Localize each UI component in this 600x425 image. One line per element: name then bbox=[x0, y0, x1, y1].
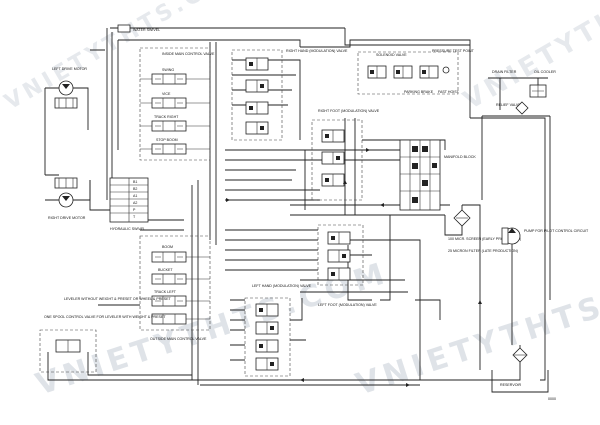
figure-id: 0000 bbox=[548, 397, 556, 401]
outside-main-control-valve: BOOM BUCKET TRACK LEFT OUTSIDE MAIN CONT… bbox=[139, 235, 211, 341]
fine-filter-label: 25 MICRON FILTER (LATE PRODUCTION) bbox=[448, 249, 518, 253]
main-filter: 100 MICR. SCREEN (EARLY PRODUCTION) 25 M… bbox=[448, 209, 521, 253]
right-hand-modulation-valve-frame bbox=[231, 49, 283, 141]
leveler-note: LEVELER WITHOUT WEIGHT & PRESET OR WHEEL… bbox=[64, 297, 172, 301]
swivel-port-a2: A2 bbox=[133, 201, 137, 205]
oil-cooler-label: OIL COOLER bbox=[534, 70, 556, 74]
swivel-port-b1: B1 bbox=[133, 180, 137, 184]
watermark-top-left: VNIETYTHTS.COM bbox=[1, 0, 252, 115]
parking-brake-label: PARKING BRAKE bbox=[404, 90, 434, 94]
main-piping bbox=[89, 27, 546, 386]
inside-main-control-valve-label: INSIDE MAIN CONTROL VALVE bbox=[162, 52, 215, 56]
drain-filter-label: DRAIN FILTER bbox=[492, 70, 517, 74]
control-valve-note: ONE SPOOL CONTROL VALVE FOR LEVELER WITH… bbox=[44, 315, 166, 319]
left-drive-motor-label: LEFT DRIVE MOTOR bbox=[52, 67, 87, 71]
swivel-port-a1: A1 bbox=[133, 194, 137, 198]
manifold-block: MANIFOLD BLOCK bbox=[399, 139, 476, 211]
swivel-port-b2: B2 bbox=[133, 187, 137, 191]
fast-hoist-label: FAST HOIST bbox=[438, 90, 460, 94]
inside-main-control-valve-frame bbox=[139, 47, 211, 161]
outside-main-control-valve-label: OUTSIDE MAIN CONTROL VALVE bbox=[150, 337, 207, 341]
swivel-port-t: T bbox=[133, 215, 136, 219]
spool-track-left-label: TRACK LEFT bbox=[154, 290, 177, 294]
left-drive-motor: LEFT DRIVE MOTOR bbox=[44, 67, 89, 175]
right-hand-modulation-valve: RIGHT HAND (MODULATION) VALVE bbox=[231, 49, 348, 141]
outside-main-control-valve-frame bbox=[139, 235, 211, 331]
water-swivel: WATER SWIVEL bbox=[117, 24, 160, 33]
one-spool-control-valve-frame bbox=[39, 329, 97, 373]
spool-boom-label: BOOM bbox=[162, 245, 173, 249]
pilot-pump: PUMP FOR PILOT CONTROL CIRCUIT bbox=[501, 227, 589, 345]
water-swivel-label: WATER SWIVEL bbox=[133, 28, 160, 32]
pilot-pump-label: PUMP FOR PILOT CONTROL CIRCUIT bbox=[524, 229, 589, 233]
spool-bucket-label: BUCKET bbox=[158, 268, 173, 272]
hydraulic-swivel: B1 B2 A1 A2 P T HYDRAULIC SWIVEL bbox=[109, 177, 149, 231]
relief-valve-label: RELIEF VALVE bbox=[496, 103, 521, 107]
reservoir: RESERVOIR 0000 bbox=[491, 347, 556, 401]
reservoir-tank bbox=[491, 370, 549, 393]
left-foot-modulation-valve-label: LEFT FOOT (MODULATION) VALVE bbox=[318, 303, 377, 307]
water-swivel-box bbox=[117, 24, 131, 33]
right-foot-modulation-valve: RIGHT FOOT (MODULATION) VALVE bbox=[311, 109, 380, 201]
left-hand-modulation-valve-frame bbox=[244, 297, 291, 377]
left-foot-modulation-valve: LEFT FOOT (MODULATION) VALVE bbox=[317, 224, 377, 307]
hydraulic-swivel-label: HYDRAULIC SWIVEL bbox=[110, 227, 145, 231]
left-hand-modulation-valve: LEFT HAND (MODULATION) VALVE bbox=[244, 284, 312, 377]
manifold-block-label: MANIFOLD BLOCK bbox=[444, 155, 476, 159]
spool-vice-label: VICE bbox=[162, 92, 171, 96]
solenoid-valve-label: SOLENOID VALVE bbox=[376, 53, 407, 57]
inside-main-control-valve: INSIDE MAIN CONTROL VALVE SWING VICE TRA… bbox=[139, 47, 215, 161]
spool-stop-boom-label: STOP BOOM bbox=[156, 138, 178, 142]
right-drive-motor-label: RIGHT DRIVE MOTOR bbox=[48, 216, 86, 220]
pressure-test-point-label: PRESSURE TEST POINT bbox=[432, 49, 475, 53]
main-screen-label: 100 MICR. SCREEN (EARLY PRODUCTION) bbox=[448, 237, 521, 241]
left-foot-modulation-valve-frame bbox=[317, 224, 364, 286]
solenoid-valve-group: SOLENOID VALVE PRESSURE TEST POINT PARKI… bbox=[357, 49, 475, 95]
spool-track-right-label: TRACK RIGHT bbox=[154, 115, 179, 119]
cooling-circuit: DRAIN FILTER OIL COOLER RELIEF VALVE bbox=[481, 70, 556, 300]
left-hand-modulation-valve-label: LEFT HAND (MODULATION) VALVE bbox=[252, 284, 312, 288]
right-drive-motor: RIGHT DRIVE MOTOR bbox=[45, 174, 91, 220]
leveler-circuit: LEVELER WITHOUT WEIGHT & PRESET OR WHEEL… bbox=[39, 297, 200, 381]
right-foot-modulation-valve-label: RIGHT FOOT (MODULATION) VALVE bbox=[318, 109, 380, 113]
spool-swing-label: SWING bbox=[162, 68, 174, 72]
watermark-top-right: VNIETYTHTS.COM bbox=[459, 0, 600, 116]
solenoid-valve-frame bbox=[357, 51, 459, 95]
right-foot-modulation-valve-frame bbox=[311, 119, 363, 201]
right-hand-modulation-valve-label: RIGHT HAND (MODULATION) VALVE bbox=[286, 49, 348, 53]
swivel-port-p: P bbox=[133, 208, 136, 212]
reservoir-label: RESERVOIR bbox=[500, 383, 522, 387]
